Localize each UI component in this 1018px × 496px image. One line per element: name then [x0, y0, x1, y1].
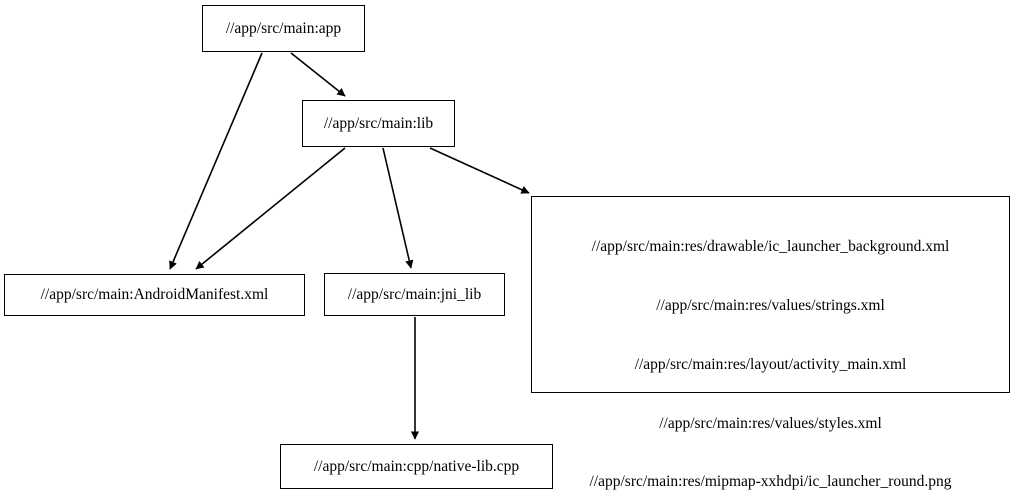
node-app[interactable]: //app/src/main:app	[202, 5, 365, 52]
edge-app-to-manifest	[169, 52, 263, 270]
node-resources-line-4: //app/src/main:res/values/styles.xml	[659, 414, 882, 432]
edge-lib-to-resources	[429, 147, 530, 194]
node-app-label: //app/src/main:app	[225, 19, 342, 37]
node-resources-line-2: //app/src/main:res/values/strings.xml	[656, 296, 885, 314]
node-android-manifest-label: //app/src/main:AndroidManifest.xml	[40, 286, 269, 304]
edge-app-to-lib	[290, 52, 346, 97]
node-native-lib-cpp[interactable]: //app/src/main:cpp/native-lib.cpp	[280, 444, 553, 489]
node-jni-lib-label: //app/src/main:jni_lib	[347, 285, 482, 303]
edge-lib-to-manifest	[195, 147, 346, 270]
node-lib-label: //app/src/main:lib	[323, 114, 434, 132]
node-jni-lib[interactable]: //app/src/main:jni_lib	[324, 273, 505, 316]
node-android-manifest[interactable]: //app/src/main:AndroidManifest.xml	[4, 274, 305, 316]
node-lib[interactable]: //app/src/main:lib	[302, 100, 455, 147]
node-resources[interactable]: //app/src/main:res/drawable/ic_launcher_…	[531, 196, 1010, 490]
node-native-lib-cpp-label: //app/src/main:cpp/native-lib.cpp	[313, 457, 520, 475]
edge-lib-to-jni-lib	[382, 147, 414, 269]
node-resources-line-1: //app/src/main:res/drawable/ic_launcher_…	[591, 238, 950, 256]
node-resources-line-5: //app/src/main:res/mipmap-xxhdpi/ic_laun…	[589, 473, 952, 491]
node-resources-line-3: //app/src/main:res/layout/activity_main.…	[634, 355, 907, 373]
